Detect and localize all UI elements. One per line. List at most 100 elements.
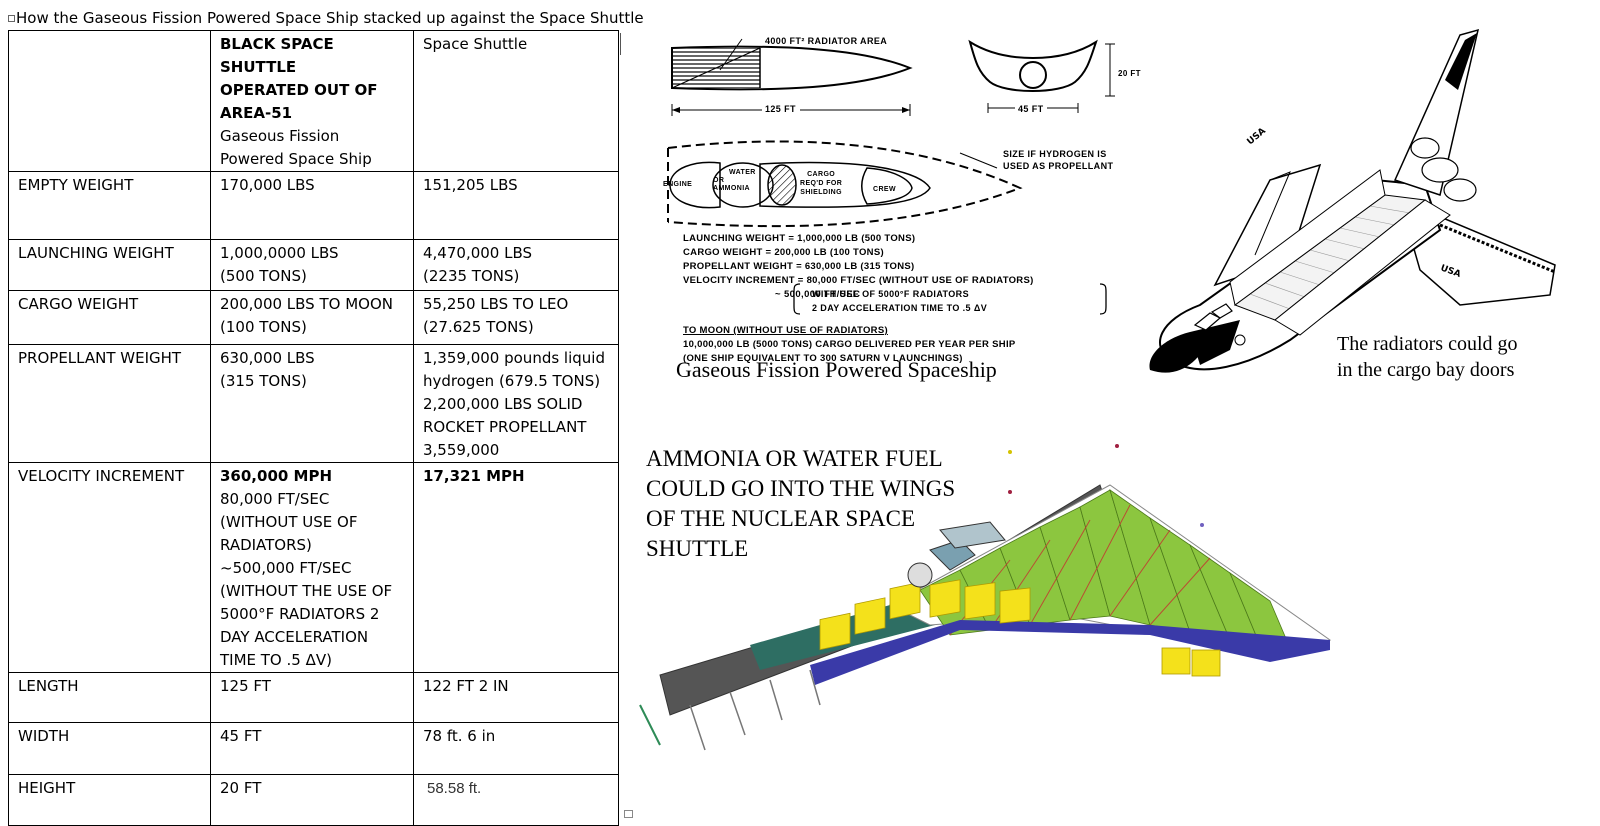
moon-line: (ONE SHIP EQUIVALENT TO 300 SATURN V LAU… (683, 353, 963, 364)
cell-line: 170,000 LBS (220, 176, 315, 194)
side-view-hull (671, 38, 913, 91)
wing-structure-illustration (639, 444, 1332, 751)
row-label-text: VELOCITY INCREMENT (18, 467, 185, 485)
cell-line: 80,000 FT/SEC (220, 490, 330, 508)
cell-line: ROCKET PROPELLANT (423, 418, 587, 436)
comparison-table: BLACK SPACE SHUTTLE OPERATED OUT OF AREA… (8, 30, 619, 826)
cutaway-view (667, 140, 1023, 228)
fission-ship-diagram (667, 38, 1115, 315)
cell-line: 1,359,000 pounds liquid (423, 349, 605, 367)
shuttle-caption: The radiators could go in the cargo bay … (1337, 331, 1518, 383)
row-label: LAUNCHING WEIGHT (8, 239, 211, 291)
velocity-alt-line: WITH USE OF 5000°F RADIATORS (812, 289, 969, 299)
moon-stats: TO MOON (WITHOUT USE OF RADIATORS) 10,00… (683, 324, 1016, 366)
table-row-width: WIDTH 45 FT 78 ft. 6 in (8, 722, 619, 775)
row-label: LENGTH (8, 672, 211, 723)
header-bold-line: OPERATED OUT OF (220, 81, 378, 99)
cell-line: (WITHOUT THE USE OF (220, 582, 393, 600)
cell-line: (100 TONS) (220, 318, 307, 336)
row-label-text: HEIGHT (18, 779, 76, 797)
cell-line: (500 TONS) (220, 267, 307, 285)
stat-line: CARGO WEIGHT = 200,000 LB (100 TONS) (683, 247, 884, 258)
cell-line: 122 FT 2 IN (423, 677, 509, 695)
row-label-text: WIDTH (18, 727, 70, 745)
shuttle-cell: 17,321 MPH (413, 462, 619, 673)
cell-line: (315 TONS) (220, 372, 307, 390)
diagram-stats: LAUNCHING WEIGHT = 1,000,000 LB (500 TON… (683, 232, 1034, 288)
row-label-text: EMPTY WEIGHT (18, 176, 134, 194)
cell-line: 630,000 LBS (220, 349, 315, 367)
cell-line: TIME TO .5 ΔV) (220, 651, 332, 669)
velocity-alt-text: WITH USE OF 5000°F RADIATORS 2 DAY ACCEL… (812, 287, 987, 315)
shuttle-cell: 1,359,000 pounds liquid hydrogen (679.5 … (413, 344, 619, 463)
shuttle-cell: 122 FT 2 IN (413, 672, 619, 723)
table-row-empty-weight: EMPTY WEIGHT 170,000 LBS 151,205 LBS (8, 171, 619, 240)
shuttle-cell: 55,250 LBS TO LEO(27.625 TONS) (413, 290, 619, 345)
cell-line: RADIATORS) (220, 536, 312, 554)
width-label: 45 FT (1018, 104, 1044, 114)
wing-caption-line: SHUTTLE (646, 536, 749, 561)
shuttle-caption-line: in the cargo bay doors (1337, 359, 1515, 381)
row-label-text: PROPELLANT WEIGHT (18, 349, 182, 367)
front-view-hull (968, 39, 1115, 115)
table-header-empty-cell (8, 30, 211, 172)
space-shuttle-illustration: USA USA (1149, 28, 1556, 373)
cell-line: 200,000 LBS TO MOON (220, 295, 393, 313)
cell-line: 5000°F RADIATORS 2 (220, 605, 380, 623)
moon-line: 10,000,000 LB (5000 TONS) CARGO DELIVERE… (683, 339, 1016, 350)
table-resize-handle[interactable] (624, 810, 633, 818)
shuttle-cell: 78 ft. 6 in (413, 722, 619, 775)
water-label-line: AMMONIA (713, 185, 751, 192)
table-move-handle-icon[interactable] (8, 15, 15, 22)
hydrogen-note: SIZE IF HYDROGEN IS USED AS PROPELLANT (1003, 148, 1113, 172)
fission-cell: 360,000 MPH 80,000 FT/SEC (WITHOUT USE O… (210, 462, 414, 673)
water-label-line: OR (713, 177, 725, 184)
header-line: Space Shuttle (423, 35, 528, 53)
fission-cell: 170,000 LBS (210, 171, 414, 240)
document-caption: How the Gaseous Fission Powered Space Sh… (8, 9, 644, 27)
cargo-label-line: SHIELDING (800, 189, 842, 196)
cell-line: 55,250 LBS TO LEO (423, 295, 569, 313)
cell-line: 3,559,000 (423, 441, 500, 459)
row-label-text: LENGTH (18, 677, 79, 695)
table-row-velocity-increment: VELOCITY INCREMENT 360,000 MPH 80,000 FT… (8, 462, 619, 673)
row-label: PROPELLANT WEIGHT (8, 344, 211, 463)
fission-cell: 45 FT (210, 722, 414, 775)
row-label-text: CARGO WEIGHT (18, 295, 139, 313)
fission-cell: 20 FT (210, 774, 414, 826)
cell-line: DAY ACCELERATION (220, 628, 369, 646)
shuttle-cell: 58.58 ft. (413, 774, 619, 826)
cell-line: 78 ft. 6 in (423, 727, 496, 745)
table-row-propellant-weight: PROPELLANT WEIGHT 630,000 LBS(315 TONS) … (8, 344, 619, 463)
engine-label: ENGINE (663, 181, 693, 188)
cell-line: 2,200,000 LBS SOLID (423, 395, 583, 413)
table-header-fission: BLACK SPACE SHUTTLE OPERATED OUT OF AREA… (210, 30, 414, 172)
header-line: Powered Space Ship (220, 150, 372, 168)
table-header-row: BLACK SPACE SHUTTLE OPERATED OUT OF AREA… (8, 30, 619, 172)
cell-line: (WITHOUT USE OF (220, 513, 358, 531)
fission-cell: 1,000,0000 LBS (500 TONS) (210, 239, 414, 291)
cell-line: (2235 TONS) (423, 267, 520, 285)
wing-caption-line: AMMONIA OR WATER FUEL (646, 446, 943, 471)
usa-marking-left: USA (1246, 126, 1268, 147)
fission-cell: 125 FT (210, 672, 414, 723)
cell-line: 1,000,0000 LBS (220, 244, 339, 262)
table-row-cargo-weight: CARGO WEIGHT 200,000 LBS TO MOON (100 TON… (8, 290, 619, 345)
table-row-height: HEIGHT 20 FT 58.58 ft. (8, 774, 619, 826)
moon-line: TO MOON (WITHOUT USE OF RADIATORS) (683, 325, 888, 336)
table-row-length: LENGTH 125 FT 122 FT 2 IN (8, 672, 619, 723)
header-bold-line: BLACK SPACE SHUTTLE (220, 35, 334, 76)
length-label: 125 FT (765, 104, 796, 114)
shuttle-cell: 4,470,000 LBS(2235 TONS) (413, 239, 619, 291)
cell-line: 151,205 LBS (423, 176, 518, 194)
velocity-alt-line: 2 DAY ACCELERATION TIME TO .5 ΔV (812, 303, 988, 313)
table-row-launching-weight: LAUNCHING WEIGHT 1,000,0000 LBS (500 TONS… (8, 239, 619, 291)
hydrogen-note-line: USED AS PROPELLANT (1003, 161, 1114, 171)
row-label: WIDTH (8, 722, 211, 775)
row-label: CARGO WEIGHT (8, 290, 211, 345)
velocity-alt-prefix: ~ 500,000 FT/SEC (775, 289, 861, 300)
height-label: 20 FT (1118, 69, 1141, 78)
radiator-area-label: 4000 FT² RADIATOR AREA (765, 36, 888, 46)
row-label: VELOCITY INCREMENT (8, 462, 211, 673)
hydrogen-note-line: SIZE IF HYDROGEN IS (1003, 149, 1107, 159)
